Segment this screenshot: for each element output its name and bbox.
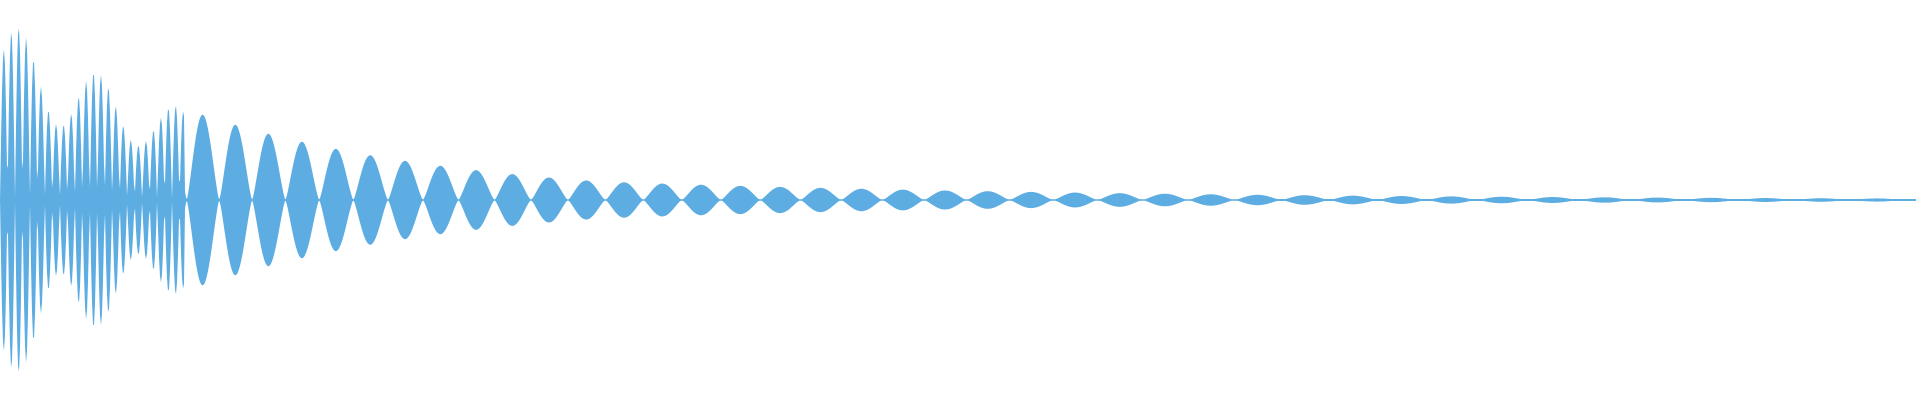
waveform-display — [0, 28, 1916, 372]
